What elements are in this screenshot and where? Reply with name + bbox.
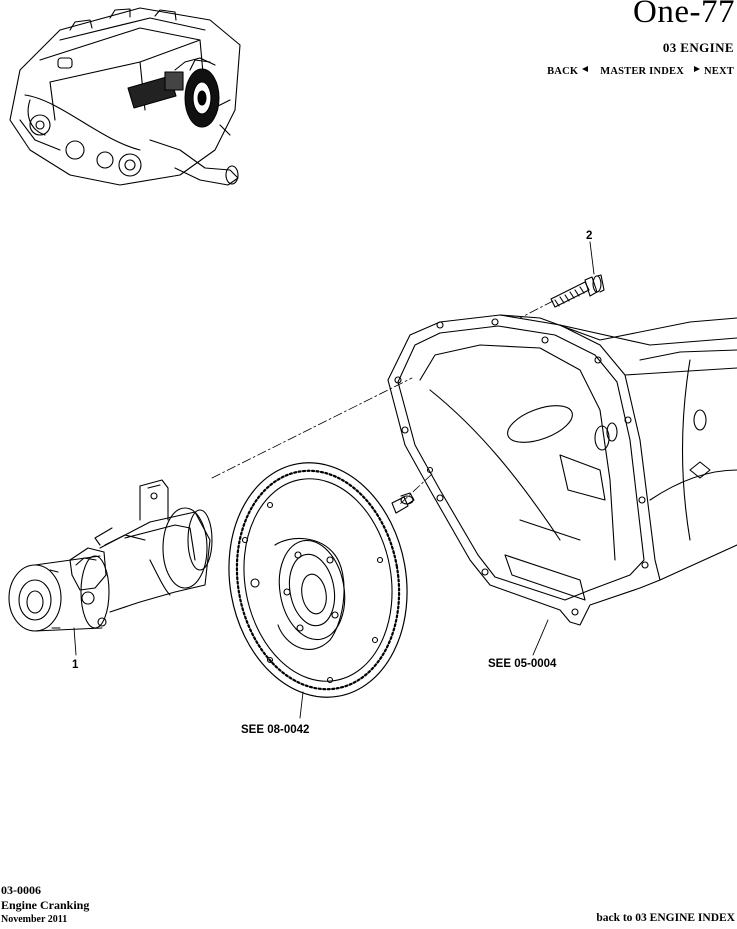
bell-housing-part [387, 314, 737, 626]
navigation-bar: BACK MASTER INDEX NEXT [547, 66, 734, 77]
back-arrow-icon[interactable] [582, 66, 589, 72]
engine-overview-thumbnail [9, 7, 241, 186]
publication-date: November 2011 [1, 914, 68, 925]
section-title: 03 ENGINE [662, 40, 734, 55]
callout-bolt-2: 2 [586, 230, 592, 242]
back-link[interactable]: BACK [547, 66, 579, 77]
next-arrow-icon[interactable] [694, 66, 701, 72]
next-link[interactable]: NEXT [704, 66, 734, 77]
back-to-index-link[interactable]: back to 03 ENGINE INDEX [596, 912, 735, 924]
callout-starter-1: 1 [72, 659, 79, 671]
callout-flywheel-reference[interactable]: SEE 08-0042 [241, 724, 309, 736]
flywheel-bolt-part [391, 492, 415, 514]
bolt-2-part [550, 274, 605, 308]
page-name: Engine Cranking [1, 898, 90, 912]
callout-housing-reference[interactable]: SEE 05-0004 [488, 658, 557, 670]
document-title: One-77 [633, 0, 735, 30]
flywheel-part [228, 462, 408, 698]
starter-motor-part [8, 479, 213, 632]
master-index-link[interactable]: MASTER INDEX [600, 66, 685, 77]
page-code: 03-0006 [1, 883, 41, 897]
